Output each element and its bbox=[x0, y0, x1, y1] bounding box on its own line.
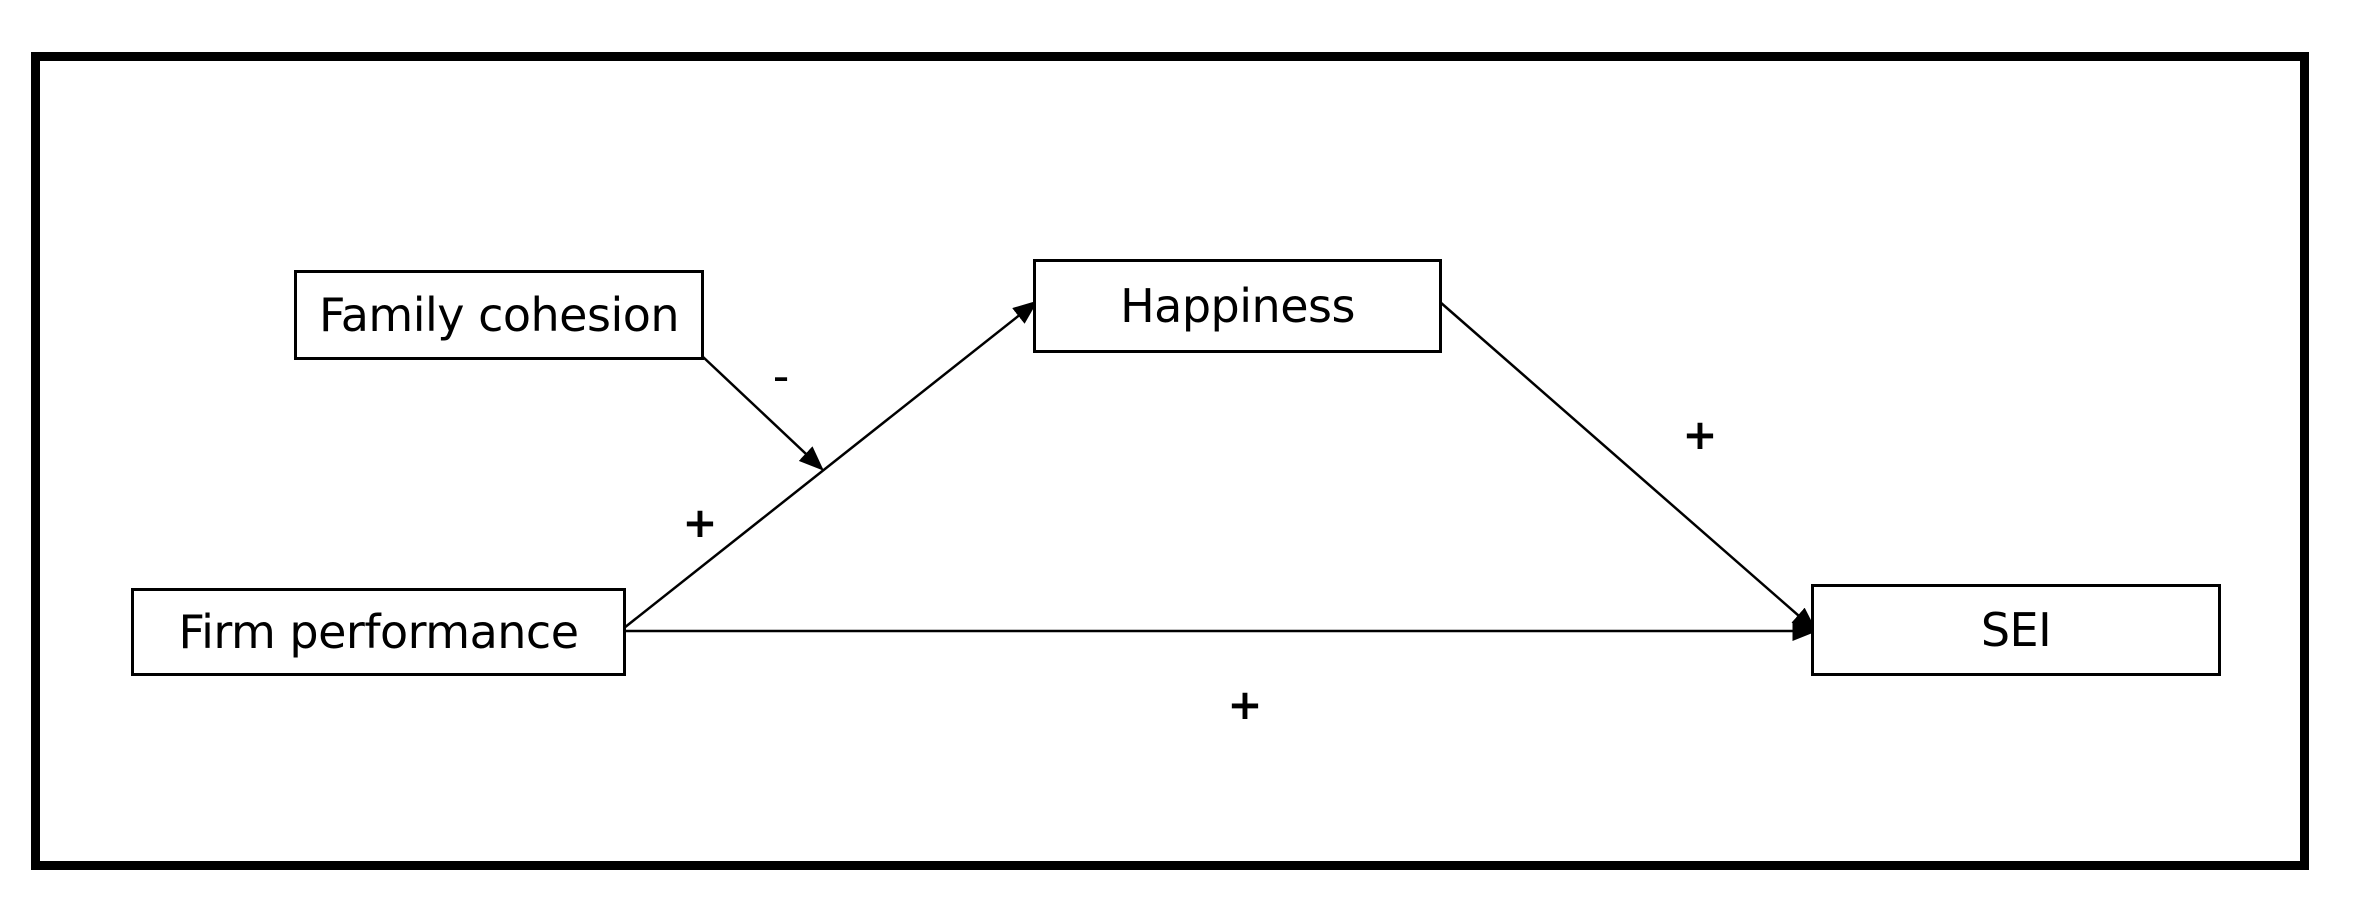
node-firm-performance-label: Firm performance bbox=[178, 605, 579, 659]
arrow-family-cohesion-moderation bbox=[701, 355, 824, 471]
sign-happiness-to-sei: + bbox=[1682, 410, 1718, 459]
node-family-cohesion: Family cohesion bbox=[294, 270, 704, 360]
node-happiness: Happiness bbox=[1033, 259, 1442, 353]
sign-family-cohesion-moderation: - bbox=[772, 349, 790, 403]
sign-firm-performance-to-happiness: + bbox=[682, 498, 718, 547]
diagram-frame bbox=[31, 52, 2309, 870]
arrow-firm-performance-to-happiness bbox=[623, 300, 1038, 629]
node-sei-label: SEI bbox=[1980, 603, 2052, 657]
node-sei: SEI bbox=[1811, 584, 2221, 676]
node-family-cohesion-label: Family cohesion bbox=[318, 288, 680, 342]
sign-firm-performance-to-sei: + bbox=[1227, 680, 1263, 729]
node-firm-performance: Firm performance bbox=[131, 588, 626, 676]
node-happiness-label: Happiness bbox=[1120, 279, 1355, 333]
arrow-happiness-to-sei bbox=[1439, 301, 1817, 632]
